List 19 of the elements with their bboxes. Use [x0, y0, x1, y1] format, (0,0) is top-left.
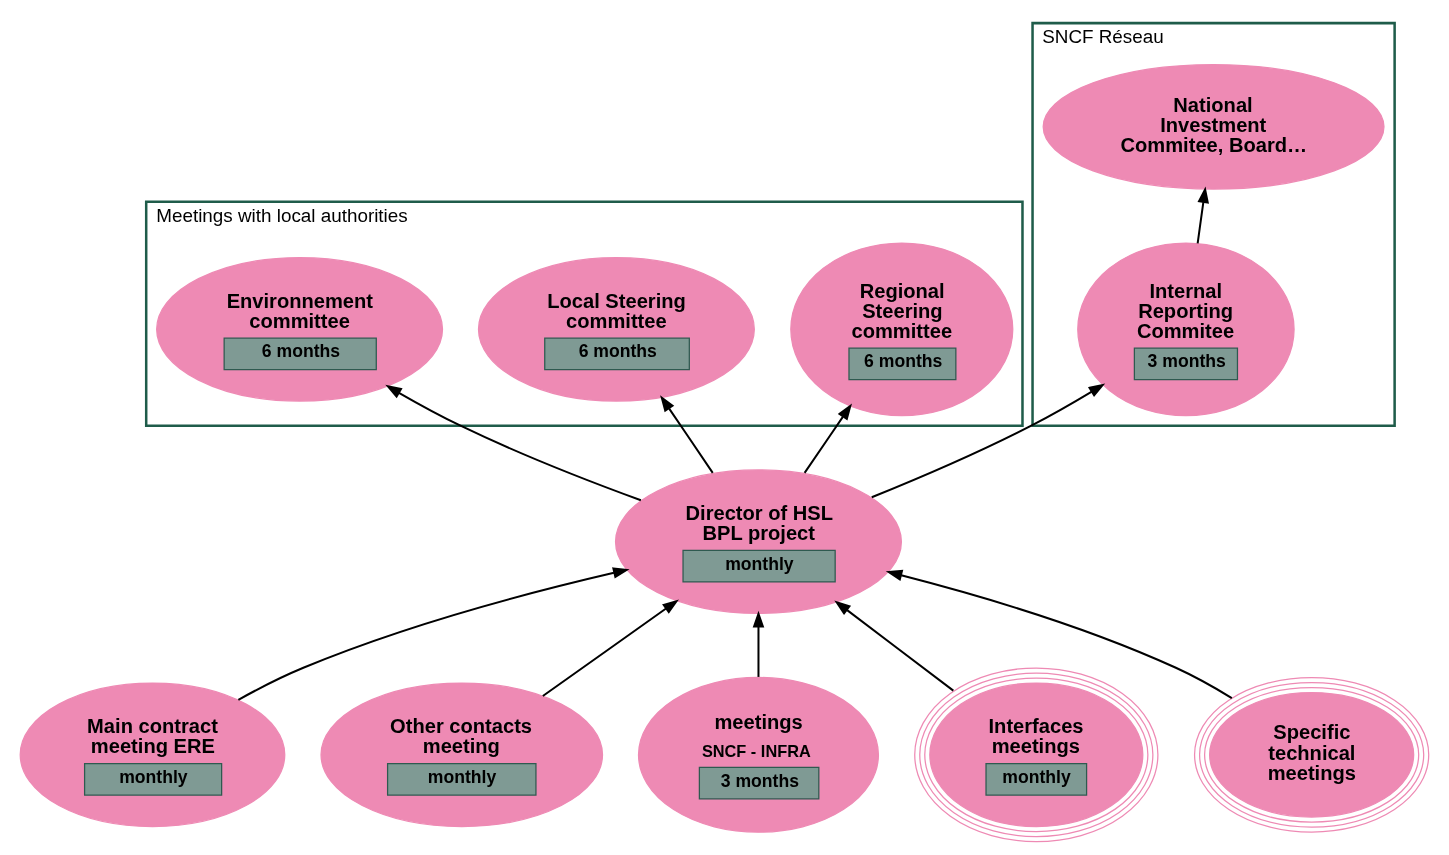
- arrow: [237, 567, 630, 701]
- node-ellipse: meetings SNCF - INFRA 3 months: [637, 676, 880, 833]
- arrow: [871, 383, 1106, 499]
- node-ellipse: National Investment Commitee, Board…: [1042, 64, 1385, 190]
- node-ellipse: Other contacts meeting monthly: [320, 682, 604, 828]
- node-ellipse: Local Steering committee 6 months: [477, 257, 755, 402]
- node-ellipse: Regional Steering committee 6 months: [790, 242, 1014, 417]
- arrow: [885, 569, 1233, 699]
- node-ellipse: Specific technical meetings: [1193, 676, 1430, 833]
- node-ellipse: Interfaces meetings monthly: [914, 667, 1159, 843]
- arrow: [660, 395, 714, 474]
- arrow: [803, 403, 852, 474]
- arrow: [834, 600, 954, 692]
- arrow: [1196, 186, 1209, 244]
- node-ellipse: Internal Reporting Commitee 3 months: [1077, 242, 1295, 417]
- node-ellipse: Main contract meeting ERE monthly: [19, 682, 286, 828]
- arrow: [385, 384, 642, 502]
- arrow: [542, 599, 679, 697]
- arrow: [752, 610, 765, 677]
